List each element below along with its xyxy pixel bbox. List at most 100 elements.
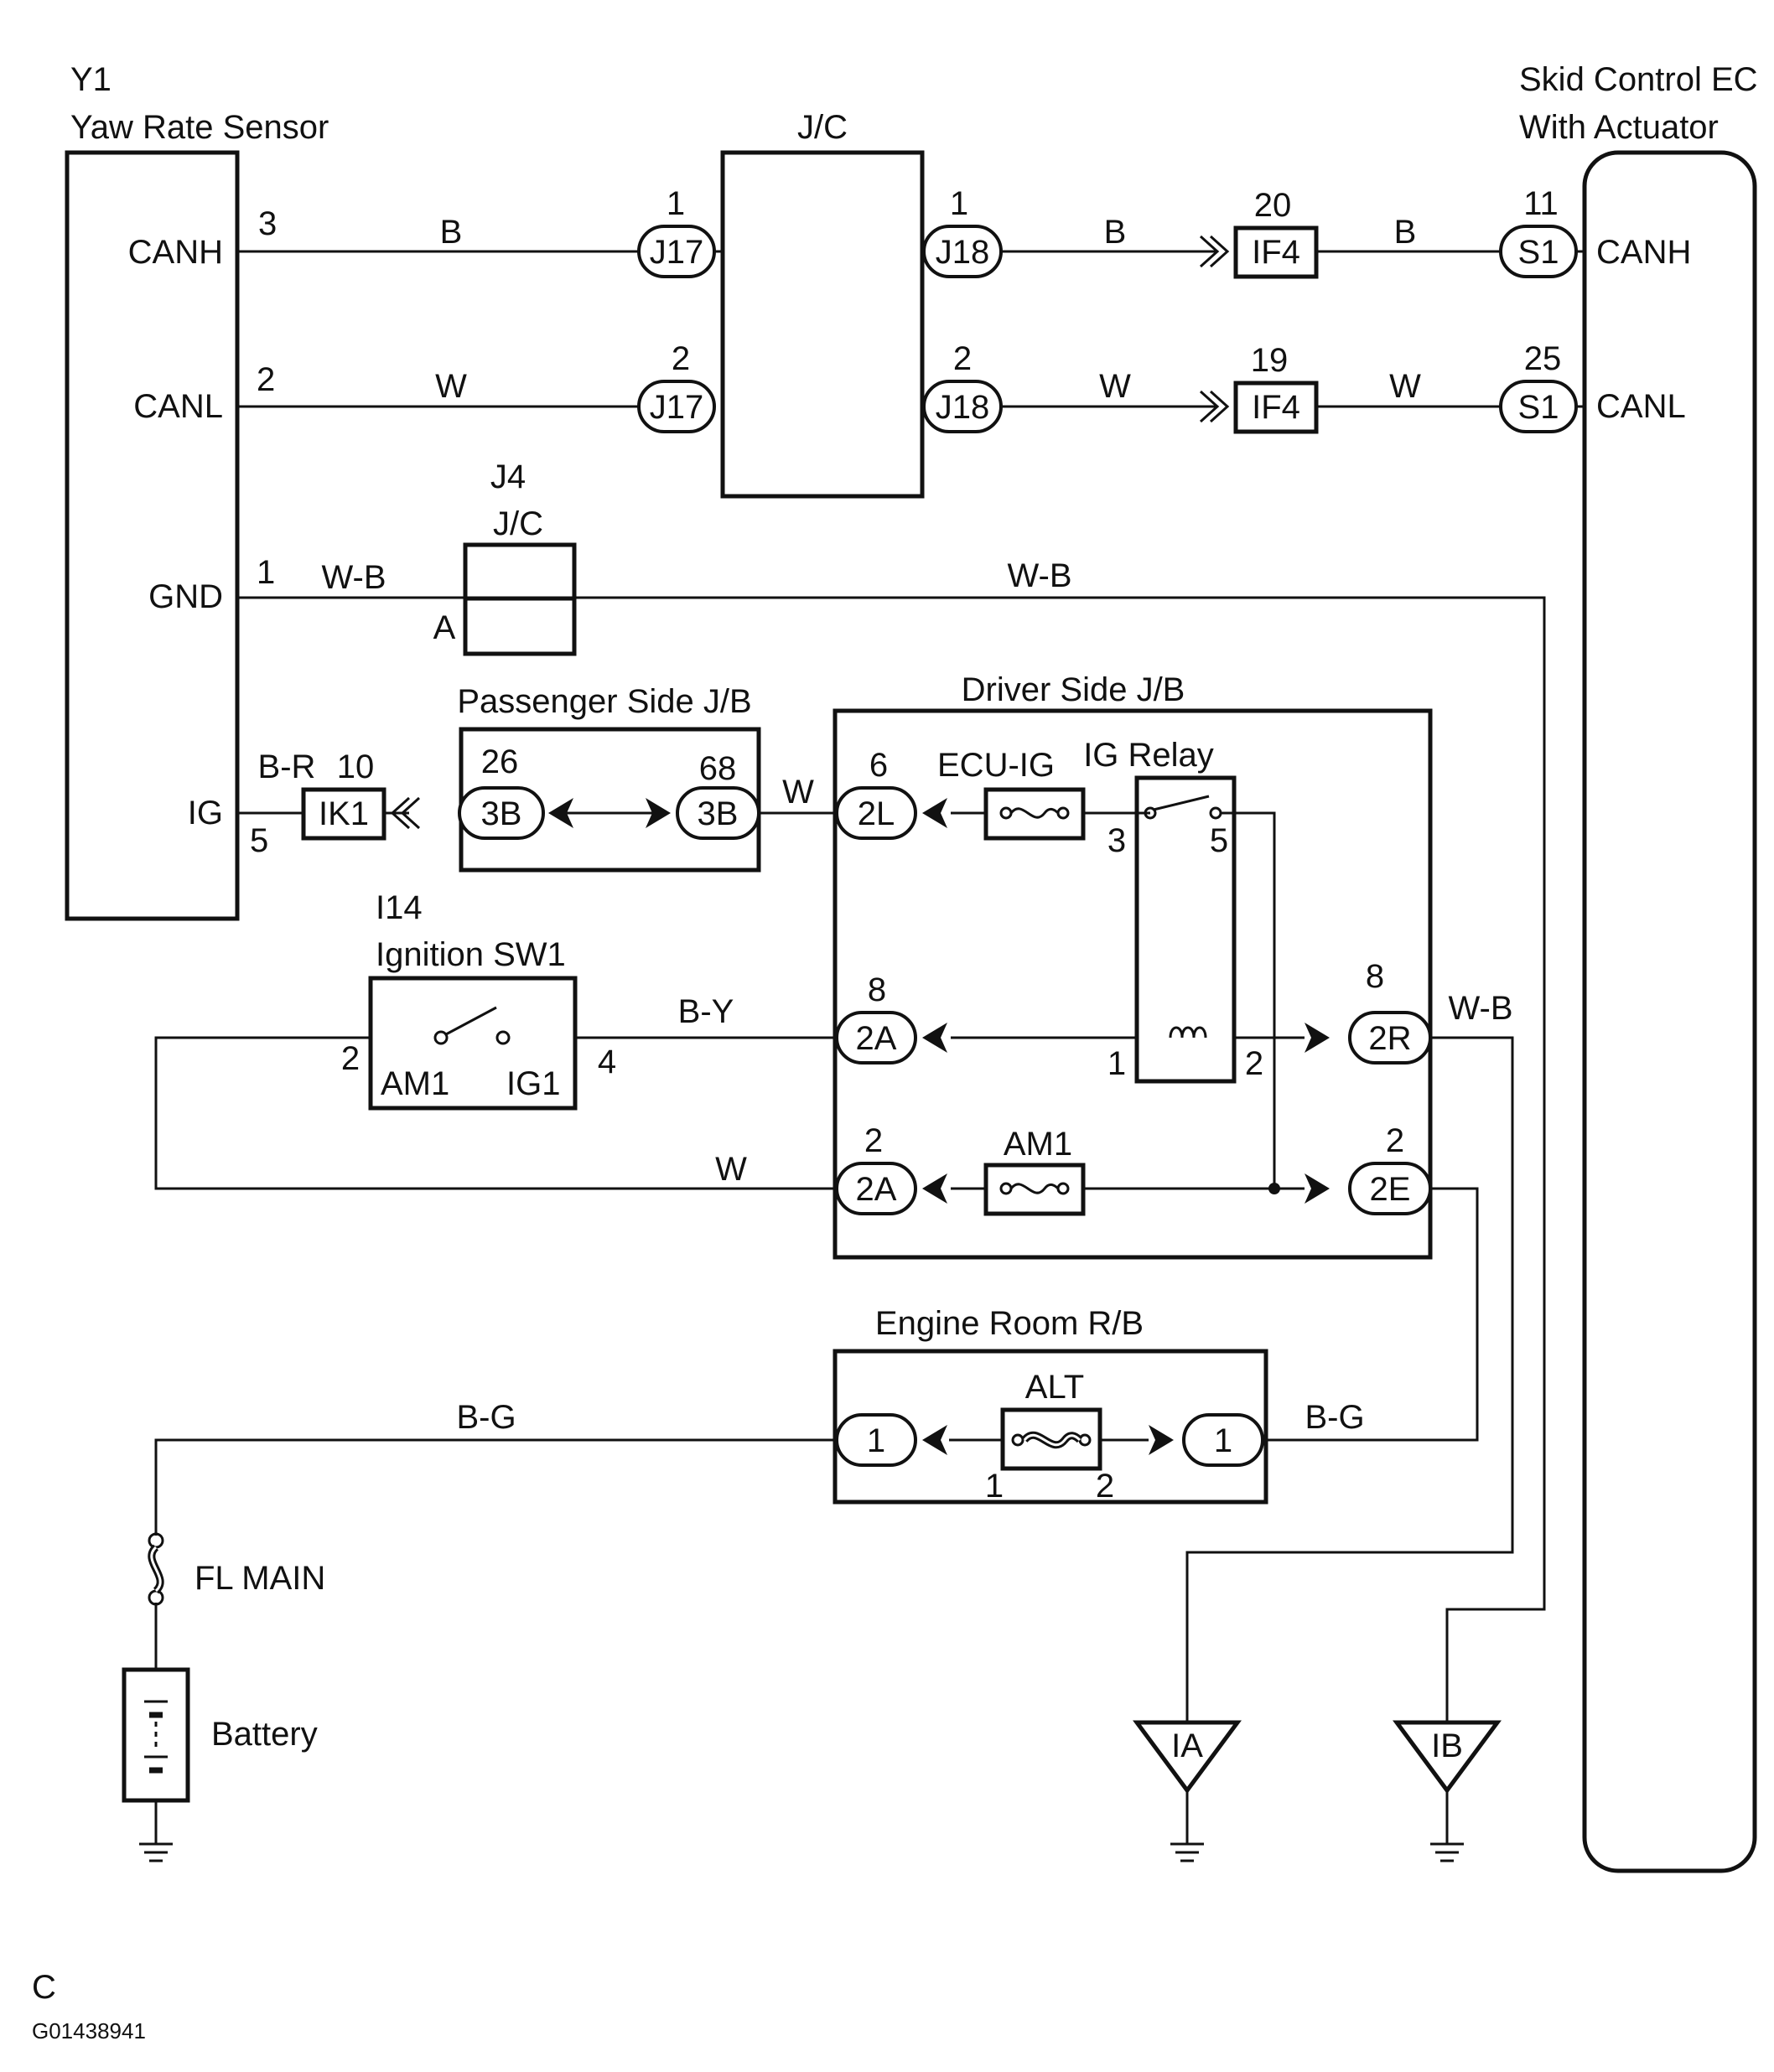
ignition-switch-contact xyxy=(433,1006,511,1045)
ecu-ig-fuse-label: ECU-IG xyxy=(937,747,1055,784)
passenger-jb-box xyxy=(459,727,761,873)
pin-3b-right: 68 xyxy=(699,750,737,787)
connector-2e: 2E xyxy=(1305,1162,1432,1215)
pin-s1-top: 11 xyxy=(1523,185,1559,222)
jc-j4-terminal: A xyxy=(433,609,456,646)
wire-color-by: B-Y xyxy=(678,993,734,1030)
svg-text:3B: 3B xyxy=(481,795,522,832)
y1-pin-canl: CANL xyxy=(133,388,223,425)
ground-point-ib xyxy=(1393,1720,1502,1862)
pin-sw-4: 4 xyxy=(598,1044,616,1080)
pin-y1-gnd: 1 xyxy=(257,554,275,591)
pin-2e: 2 xyxy=(1386,1122,1404,1159)
engine-room-rb-box xyxy=(833,1349,1268,1505)
svg-text:2A: 2A xyxy=(856,1171,897,1208)
svg-text:S1: S1 xyxy=(1518,234,1559,271)
wire-color-canh-2: B xyxy=(1104,214,1127,251)
wire-color-am1: W xyxy=(715,1151,747,1188)
pin-relay-2: 2 xyxy=(1245,1045,1263,1082)
skid-control-ecu-box xyxy=(1582,150,1757,1873)
connector-ik1: IK1 xyxy=(301,787,421,841)
connector-2a-bottom: 2A xyxy=(835,1162,947,1215)
svg-text:IK1: IK1 xyxy=(319,795,369,832)
connector-3b-left: 3B xyxy=(458,786,573,840)
am1-fuse xyxy=(983,1163,1086,1216)
y1-pin-ig: IG xyxy=(188,795,223,831)
ecu-title-line2: With Actuator xyxy=(1519,109,1719,146)
footer-letter: C xyxy=(32,1969,56,2006)
battery-symbol xyxy=(122,1667,190,1803)
footer-code: G01438941 xyxy=(32,2018,146,2044)
wire-color-2r: W-B xyxy=(1448,990,1512,1027)
ignition-sw-name: Ignition SW1 xyxy=(376,936,566,973)
pin-relay-1: 1 xyxy=(1107,1045,1126,1082)
wire-2r-ia xyxy=(1185,1036,1514,1722)
ecu-title-line1: Skid Control EC xyxy=(1519,61,1758,98)
battery-label: Battery xyxy=(211,1716,318,1753)
engine-rb-label: Engine Room R/B xyxy=(875,1305,1144,1342)
wire-color-canh-3: B xyxy=(1394,214,1417,251)
wire-color-pjb-djb: W xyxy=(782,774,814,811)
ground-ia-label: IA xyxy=(1171,1728,1203,1764)
passenger-jb-label: Passenger Side J/B xyxy=(457,683,751,720)
wire-w-am1 xyxy=(154,1036,838,1190)
connector-s1-top: S1 xyxy=(1499,225,1578,278)
connector-j17-top: J17 xyxy=(637,225,716,278)
connector-2a-top: 2A xyxy=(835,1011,947,1064)
connector-s1-bottom: S1 xyxy=(1499,380,1578,433)
pin-if4-top: 20 xyxy=(1254,187,1292,224)
ecu-pin-canh: CANH xyxy=(1596,234,1691,271)
splice-dot xyxy=(1268,1183,1280,1194)
wire-color-canl-1: W xyxy=(435,368,467,405)
ecu-ig-fuse xyxy=(983,787,1086,841)
connector-rb-left: 1 xyxy=(835,1413,947,1467)
jc-main-label: J/C xyxy=(797,109,848,146)
svg-text:1: 1 xyxy=(1214,1422,1232,1459)
pin-s1-bottom: 25 xyxy=(1524,340,1562,377)
pin-y1-canh: 3 xyxy=(258,205,277,242)
svg-text:2R: 2R xyxy=(1368,1020,1411,1057)
connector-j17-bottom: J17 xyxy=(637,380,716,433)
pin-relay-3: 3 xyxy=(1107,822,1126,859)
ig-relay-box xyxy=(1134,775,1237,1084)
pin-2l: 6 xyxy=(869,747,888,784)
am1-fuse-label: AM1 xyxy=(1004,1126,1072,1163)
wire-relay5-am1 xyxy=(1221,811,1276,1189)
y1-pin-gnd: GND xyxy=(148,578,223,615)
wire-color-canh-1: B xyxy=(440,214,463,251)
connector-rb-right: 1 xyxy=(1149,1413,1264,1467)
ig-relay-switch xyxy=(1144,795,1222,820)
connector-if4-bottom: IF4 xyxy=(1199,381,1319,434)
fl-main-label: FL MAIN xyxy=(195,1560,325,1597)
svg-text:IF4: IF4 xyxy=(1252,234,1300,271)
alt-fuse-label: ALT xyxy=(1025,1369,1084,1406)
wire-2e-bg xyxy=(1263,1187,1479,1442)
fl-main-fuse xyxy=(148,1532,164,1606)
pin-3b-left: 26 xyxy=(481,743,519,780)
wire-color-canl-2: W xyxy=(1099,368,1131,405)
svg-text:J18: J18 xyxy=(936,389,990,426)
wire-color-bg-1: B-G xyxy=(456,1399,516,1436)
ground-point-ia xyxy=(1133,1720,1242,1862)
svg-text:2E: 2E xyxy=(1370,1171,1411,1208)
ignition-sw-code: I14 xyxy=(376,889,423,926)
ground-ib-label: IB xyxy=(1431,1728,1463,1764)
pin-j17-top: 1 xyxy=(667,185,685,222)
svg-text:J18: J18 xyxy=(936,234,990,271)
jc-j4-label: J/C xyxy=(493,505,543,542)
y1-pin-canh: CANH xyxy=(128,234,223,271)
svg-text:2L: 2L xyxy=(858,795,895,832)
connector-if4-top: IF4 xyxy=(1199,225,1319,279)
pin-2a-top: 8 xyxy=(868,971,886,1008)
svg-text:1: 1 xyxy=(867,1422,885,1459)
y1-code: Y1 xyxy=(70,61,112,98)
wire-color-gnd-1: W-B xyxy=(321,559,386,596)
jc-main-box xyxy=(720,150,925,499)
wire-color-canl-3: W xyxy=(1389,368,1421,405)
pin-j18-bottom: 2 xyxy=(953,340,972,377)
pin-2r: 8 xyxy=(1366,958,1384,995)
pin-y1-ig: 5 xyxy=(250,822,268,859)
chassis-ground-battery xyxy=(139,1842,173,1862)
connector-2r: 2R xyxy=(1305,1011,1432,1064)
